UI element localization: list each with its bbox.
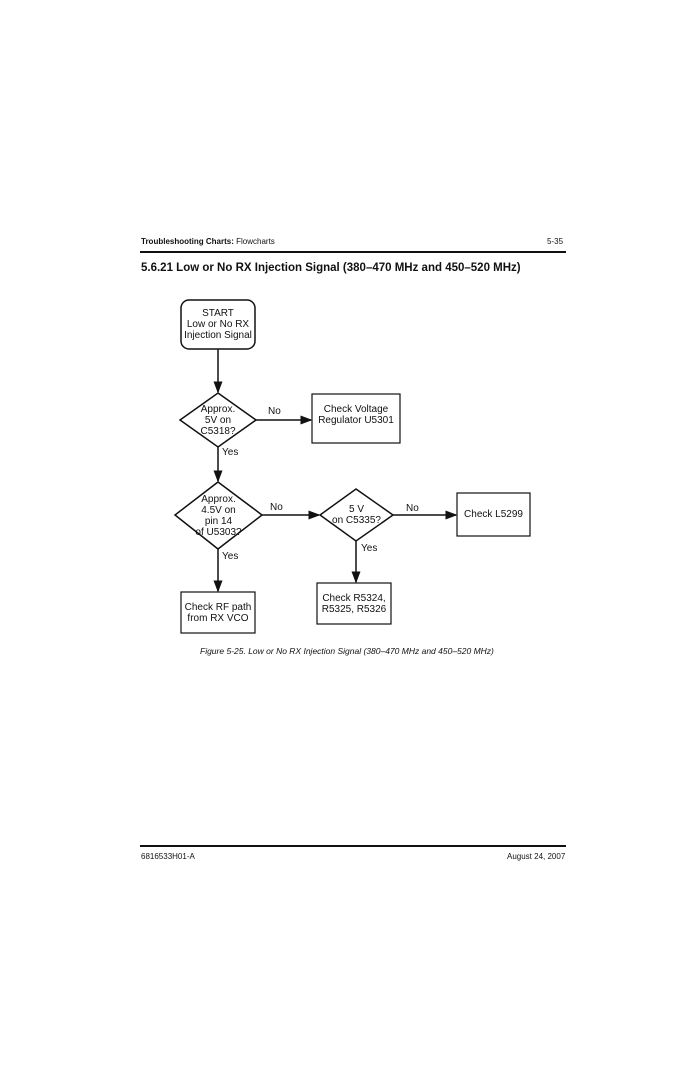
check-rf-path: Check RF path from RX VCO — [184, 601, 252, 624]
figure-caption: Figure 5-25. Low or No RX Injection Sign… — [200, 646, 494, 656]
running-header: Troubleshooting Charts: Flowcharts — [141, 237, 275, 246]
label-yes-3: Yes — [361, 543, 378, 554]
decision-c5318: Approx. 5V on C5318? — [200, 403, 236, 437]
header-rule — [140, 251, 566, 253]
label-yes-1: Yes — [222, 447, 239, 458]
label-no-1: No — [268, 406, 281, 417]
header-section: Flowcharts — [233, 237, 275, 246]
label-no-3: No — [406, 503, 419, 514]
decision-u5303: Approx. 4.5V on pin 14 of U5303? — [195, 493, 242, 538]
footer-rule — [140, 845, 566, 847]
decision-c5335: 5 V on C5335? — [332, 504, 381, 526]
footer-date: August 24, 2007 — [507, 852, 566, 861]
check-l5299: Check L5299 — [464, 509, 523, 520]
header-section-bold: Troubleshooting Charts: — [141, 237, 234, 246]
label-yes-2: Yes — [222, 551, 239, 562]
start-node: START Low or No RX Injection Signal — [184, 308, 252, 341]
label-no-2: No — [270, 502, 283, 513]
section-heading: 5.6.21 Low or No RX Injection Signal (38… — [141, 262, 521, 274]
footer-doc-number: 6816533H01-A — [141, 852, 195, 861]
page-number: 5-35 — [547, 237, 564, 246]
check-voltage-regulator: Check Voltage Regulator U5301 — [318, 404, 394, 426]
check-resistors: Check R5324, R5325, R5326 — [321, 592, 387, 615]
